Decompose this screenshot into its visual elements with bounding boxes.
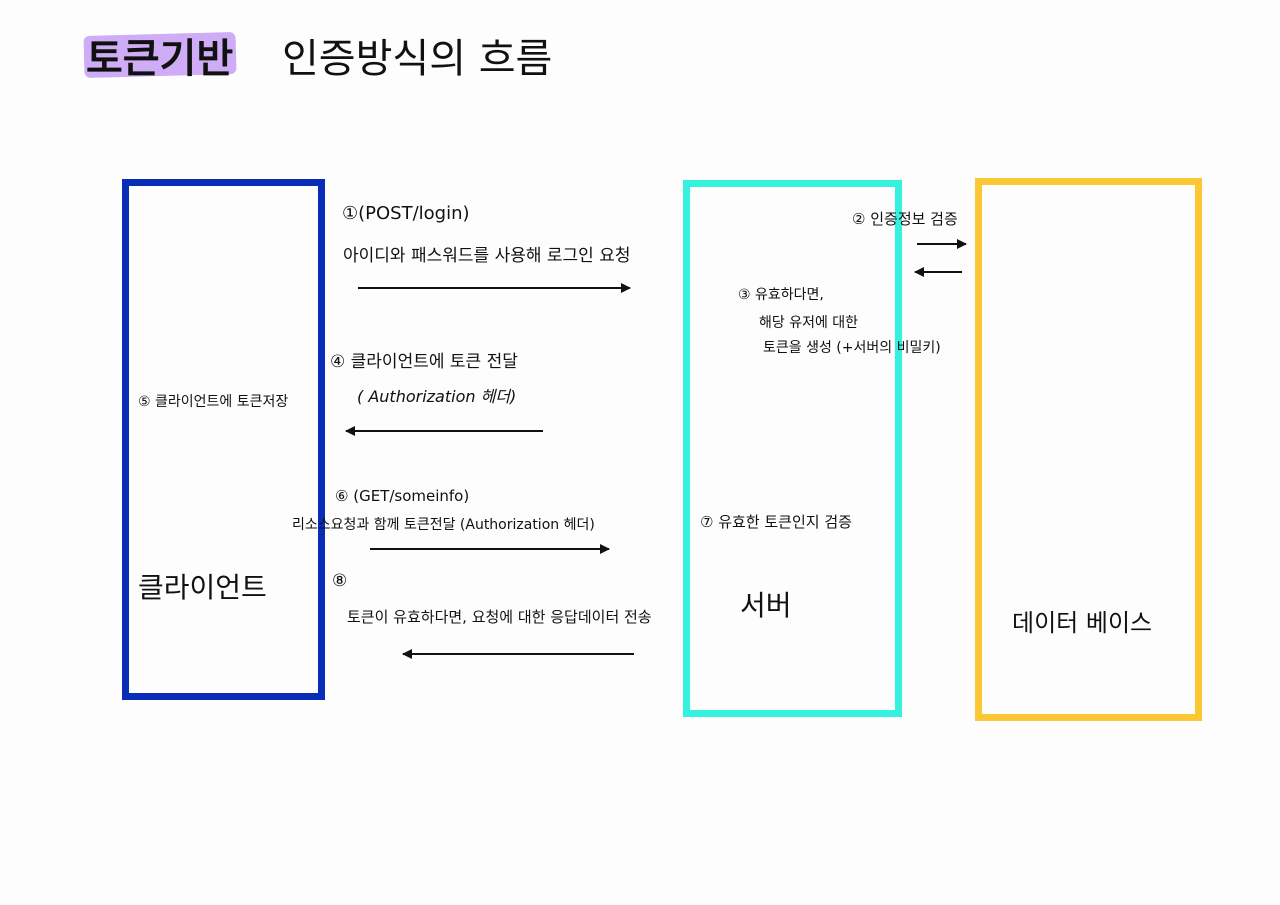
step6-method: ⑥ (GET/someinfo)	[335, 487, 470, 505]
step3-line1: ③ 유효하다면,	[738, 287, 824, 303]
database-box	[975, 178, 1202, 721]
server-label: 서버	[740, 589, 792, 622]
step1-method: ①(POST/login)	[342, 203, 470, 224]
title-highlight-text: 토큰기반	[86, 36, 234, 82]
step3-line2: 해당 유저에 대한	[759, 315, 859, 331]
step8-number: ⑧	[332, 571, 348, 591]
step1-desc: 아이디와 패스워드를 사용해 로그인 요청	[343, 246, 631, 266]
step5-label: ⑤ 클라이언트에 토큰저장	[138, 394, 289, 410]
step6-desc: 리소스요청과 함께 토큰전달 (Authorization 헤더)	[292, 517, 595, 533]
client-label: 클라이언트	[138, 571, 267, 604]
step4-line2: ( Authorization 헤더)	[357, 387, 517, 406]
title-text: 인증방식의 흐름	[282, 36, 553, 82]
step4-line1: ④ 클라이언트에 토큰 전달	[330, 352, 518, 372]
step2-label: ② 인증정보 검증	[852, 210, 958, 228]
step7-label: ⑦ 유효한 토큰인지 검증	[700, 513, 852, 531]
database-label: 데이터 베이스	[1012, 609, 1153, 637]
server-box	[683, 180, 902, 717]
client-box	[122, 179, 325, 700]
step8-desc: 토큰이 유효하다면, 요청에 대한 응답데이터 전송	[347, 608, 652, 626]
step3-line3: 토큰을 생성 (+서버의 비밀키)	[763, 340, 941, 356]
